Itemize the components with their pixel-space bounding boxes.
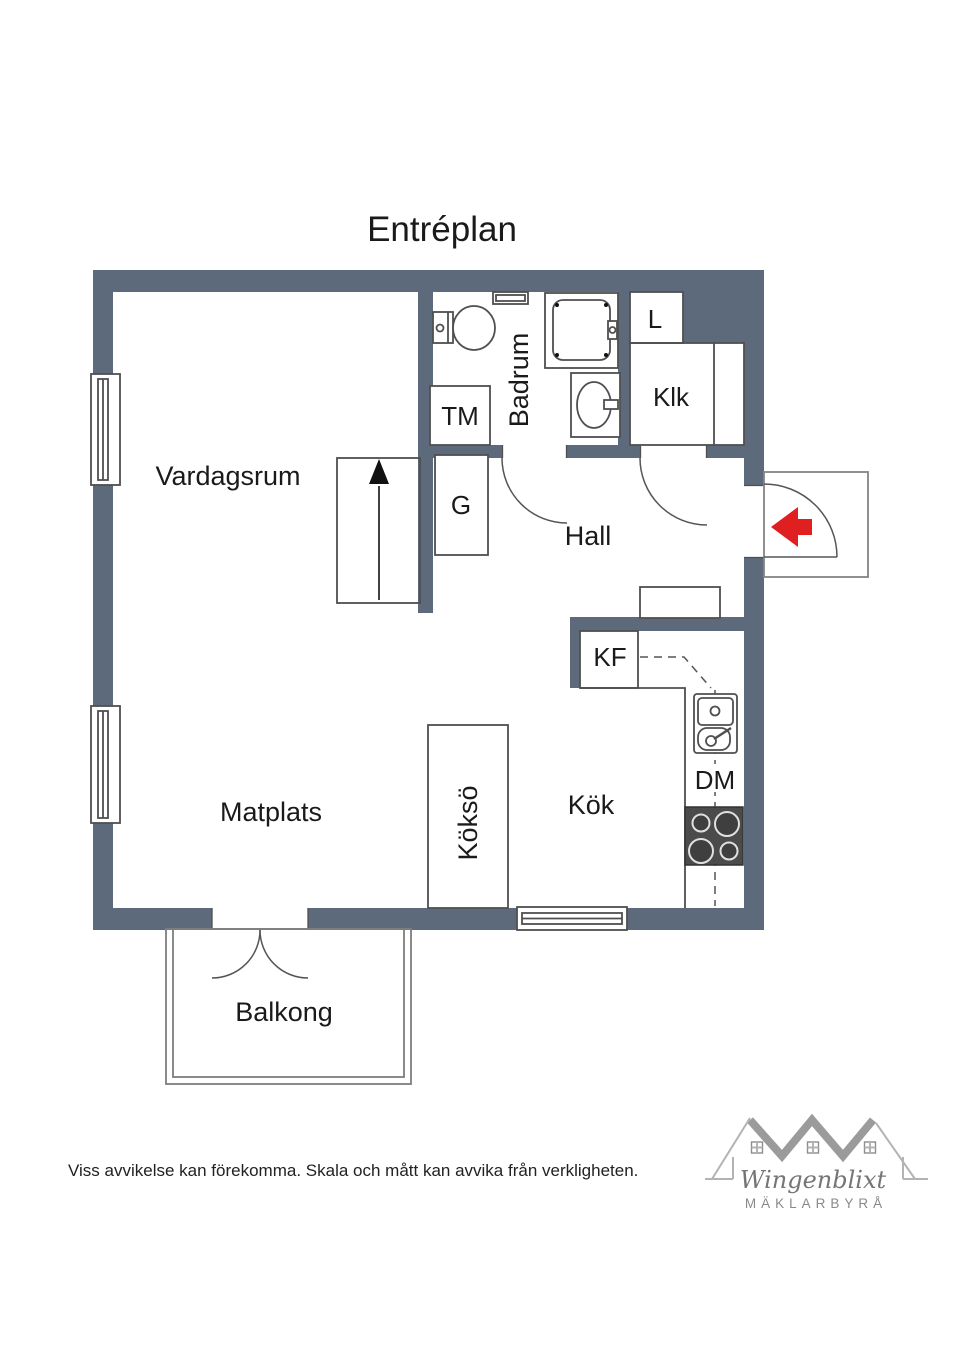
logo-roofline-icon: [747, 1113, 877, 1163]
logo-house-right-icon: [875, 1122, 928, 1180]
logo-subtitle: MÄKLARBYRÅ: [745, 1196, 887, 1211]
klk-door-arc: [639, 457, 708, 526]
stove-icon: [684, 806, 744, 866]
counter-dashed-corner: [640, 656, 712, 689]
washing-machine-box: [429, 385, 491, 446]
page-title: Entréplan: [367, 210, 517, 249]
wall-kitchen-top: [572, 617, 764, 631]
kitchen-island-box: [427, 724, 509, 909]
balcony-door-opening: [212, 908, 308, 930]
logo-name: Wingenblixt: [740, 1166, 887, 1194]
balcony-door-arc-left: [211, 929, 261, 979]
label-dm: DM: [695, 765, 735, 795]
wall-hall-b: [567, 445, 640, 458]
fridge-freezer-box: [579, 630, 639, 689]
room-label-kokso: Köksö: [453, 785, 483, 860]
stairs: [336, 457, 421, 604]
entry-arrow-icon: [771, 507, 812, 547]
room-label-hall: Hall: [565, 521, 612, 551]
broker-logo: Wingenblixt MÄKLARBYRÅ: [705, 1113, 928, 1211]
label-g: G: [451, 490, 471, 520]
wall-kitchen-stub: [570, 617, 582, 688]
wall-bottom: [93, 908, 764, 930]
closet-l-box: [629, 291, 684, 344]
dm-label-backing: [692, 764, 738, 792]
entry-door-opening: [744, 485, 764, 558]
balcony: [165, 928, 412, 1085]
label-kf: KF: [593, 642, 626, 672]
room-label-matplats: Matplats: [220, 797, 322, 827]
logo-window-icons: [750, 1141, 877, 1154]
toilet-icon: [432, 305, 496, 351]
window-left-upper: [90, 373, 121, 486]
shower-icon: [544, 292, 619, 369]
room-label-vardagsrum: Vardagsrum: [155, 461, 300, 491]
window-left-lower: [90, 705, 121, 824]
wall-top: [93, 270, 764, 292]
label-l: L: [648, 304, 662, 334]
wall-top-right-corner: [683, 292, 764, 343]
logo-house-left-icon: [705, 1117, 751, 1180]
label-tm: TM: [441, 401, 479, 431]
balcony-door-arc-right: [259, 929, 309, 979]
label-klk: Klk: [653, 382, 690, 412]
door-jambs: [211, 445, 764, 930]
window-kitchen: [516, 906, 628, 931]
disclaimer-text: Viss avvikelse kan förekomma. Skala och …: [68, 1161, 638, 1180]
bathroom-sink-icon: [570, 372, 621, 438]
wardrobe-g-box: [434, 454, 489, 556]
wall-klk-bottom: [707, 445, 744, 458]
kitchen-sink-icon: [693, 693, 738, 754]
stairs-up-arrow-icon: [369, 459, 389, 484]
wall-badrum-right: [618, 292, 630, 445]
bathroom-door-arc: [501, 457, 568, 524]
entrance: [763, 471, 869, 578]
wall-right-upper: [744, 343, 764, 485]
room-label-kok: Kök: [568, 790, 615, 820]
balcony-inner-rail: [172, 928, 405, 1078]
wall-left: [93, 270, 113, 930]
entry-door-arc: [763, 483, 838, 558]
wall-right-lower: [744, 558, 764, 930]
room-label-badrum: Badrum: [504, 333, 534, 428]
closet-klk-box: [629, 342, 745, 446]
room-label-balkong: Balkong: [235, 997, 333, 1027]
hall-bench-box: [639, 586, 721, 619]
bathroom-shelf-icon: [492, 291, 529, 305]
